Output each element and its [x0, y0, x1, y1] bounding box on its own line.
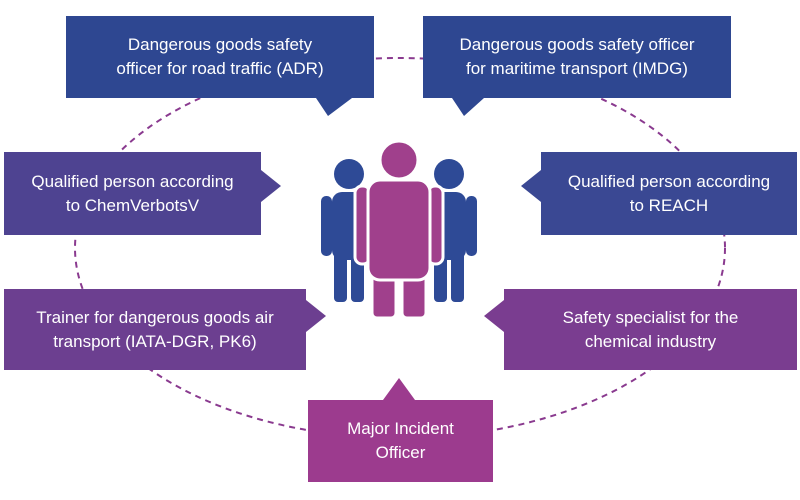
role-box-major-incident [308, 378, 493, 482]
role-box-imdg [423, 16, 731, 116]
role-box-chemverbotsv [4, 152, 281, 235]
role-box-reach [521, 152, 797, 235]
person-center-icon [353, 139, 445, 320]
role-label-adr: Dangerous goods safety officer for road … [116, 35, 324, 78]
role-label-chemical: Safety specialist for the chemical indus… [562, 307, 739, 351]
role-label-reach: Qualified person according to REACH [567, 171, 771, 215]
role-label-iata: Trainer for dangerous goods air transpor… [36, 307, 274, 351]
role-box-adr [66, 16, 374, 116]
people-group-icon [321, 139, 477, 320]
role-box-iata [4, 289, 326, 370]
role-label-imdg: Dangerous goods safety officer for marit… [459, 35, 695, 78]
role-label-chemverbotsv: Qualified person according to ChemVerbot… [31, 171, 234, 215]
role-box-chemical [484, 289, 797, 370]
role-label-major-incident: Major Incident Officer [347, 419, 454, 462]
